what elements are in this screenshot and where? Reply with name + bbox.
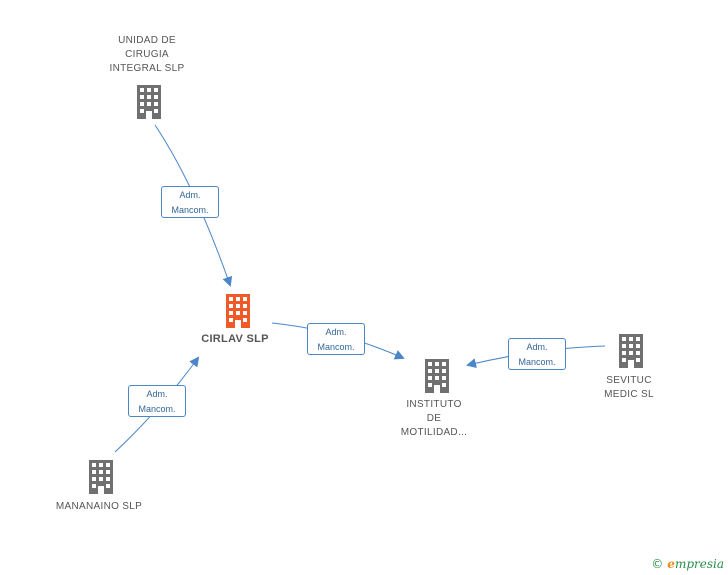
edge-role-line2: Mancom. xyxy=(138,404,176,414)
node-label-cirlav[interactable]: CIRLAV SLP xyxy=(201,333,269,345)
building-icon[interactable] xyxy=(616,334,646,368)
brand-footer: ©empresia xyxy=(651,557,724,571)
building-icon[interactable] xyxy=(134,85,164,119)
edge-role-line1: Adm. xyxy=(179,190,201,200)
node-label-mananaino[interactable]: MANANAINO SLP xyxy=(55,501,143,512)
edge-label-unidad-cirlav[interactable]: Adm. Mancom. xyxy=(161,186,219,218)
edge-label-sevituc-instituto[interactable]: Adm. Mancom. xyxy=(508,338,566,370)
building-main-icon[interactable] xyxy=(223,294,253,328)
node-label-sevituc[interactable]: SEVITUC MEDIC SL xyxy=(604,375,654,400)
node-label-unidad[interactable]: UNIDAD DE CIRUGIA INTEGRAL SLP xyxy=(109,35,185,74)
building-icon[interactable] xyxy=(86,460,116,494)
brand-logo-e: e xyxy=(667,557,675,571)
edge-label-cirlav-instituto[interactable]: Adm. Mancom. xyxy=(307,323,365,355)
building-icon[interactable] xyxy=(422,359,452,393)
edge-role-line2: Mancom. xyxy=(171,205,209,215)
copyright-symbol: © xyxy=(651,557,664,571)
edge-label-mananaino-cirlav[interactable]: Adm. Mancom. xyxy=(128,385,186,417)
edge-role-line2: Mancom. xyxy=(317,342,355,352)
brand-logo-text: mpresia xyxy=(674,557,724,571)
edge-role-line1: Adm. xyxy=(526,342,548,352)
node-label-instituto[interactable]: INSTITUTO DE MOTILIDAD... xyxy=(400,399,468,438)
edge-role-line1: Adm. xyxy=(325,327,347,337)
edge-role-line2: Mancom. xyxy=(518,357,556,367)
edge-role-line1: Adm. xyxy=(146,389,168,399)
